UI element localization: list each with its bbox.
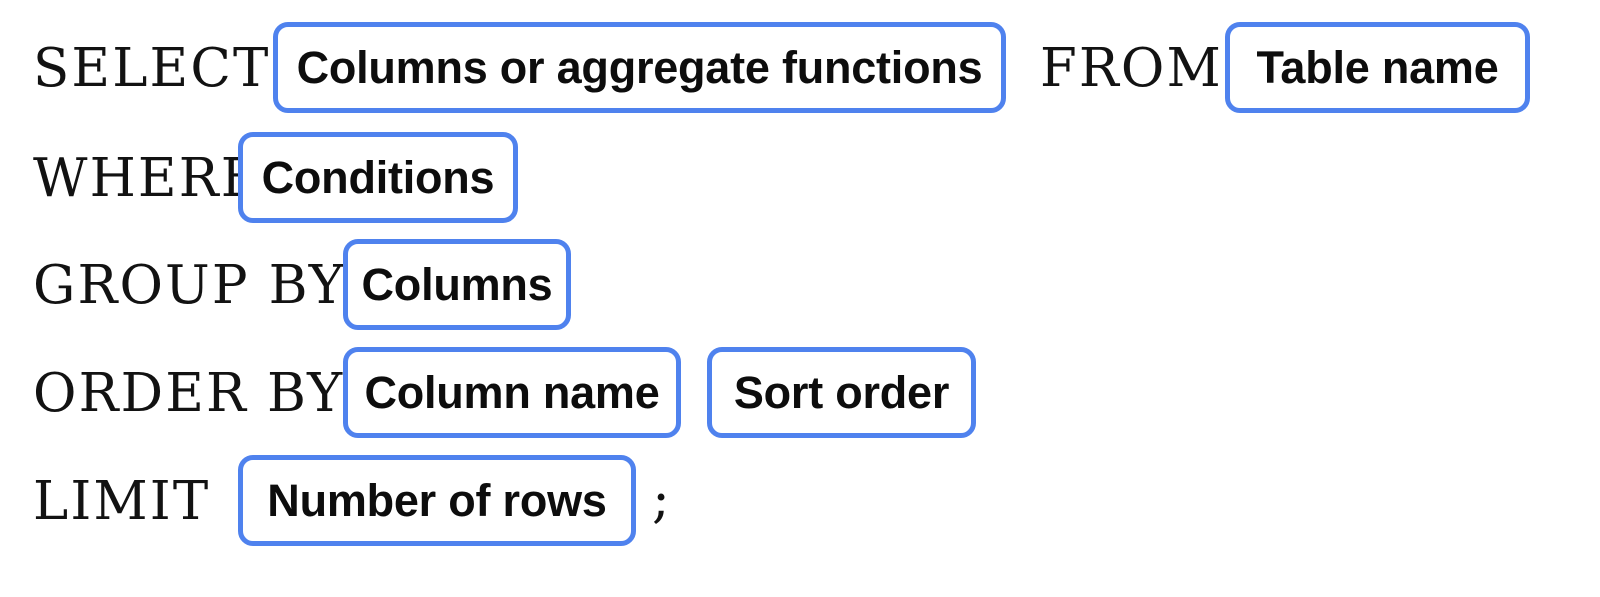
clause-row-group-by: GROUP BY Columns [0, 239, 1600, 330]
slot-where-conditions-label: Conditions [261, 152, 495, 203]
slot-order-by-direction-label: Sort order [733, 367, 950, 418]
slot-from-table-label: Table name [1256, 42, 1499, 93]
slot-order-by-direction[interactable]: Sort order [707, 347, 976, 438]
keyword-from: FROM [1040, 38, 1223, 99]
slot-group-by-columns-label: Columns [361, 259, 553, 310]
keyword-select: SELECT [33, 38, 271, 99]
slot-from-table[interactable]: Table name [1225, 22, 1530, 113]
slot-group-by-columns[interactable]: Columns [343, 239, 571, 330]
slot-select-expression-label: Columns or aggregate functions [296, 42, 983, 93]
clause-row-select: SELECT Columns or aggregate functions FR… [0, 22, 1600, 113]
keyword-order-by: ORDER BY [33, 363, 345, 424]
clause-row-limit: LIMIT Number of rows ; [0, 455, 1600, 546]
slot-limit-rows[interactable]: Number of rows [238, 455, 636, 546]
slot-where-conditions[interactable]: Conditions [238, 132, 518, 223]
slot-limit-rows-label: Number of rows [267, 475, 607, 526]
keyword-limit: LIMIT [33, 471, 211, 532]
statement-terminator: ; [652, 469, 670, 530]
clause-row-order-by: ORDER BY Column name Sort order [0, 347, 1600, 438]
keyword-where: WHERE [33, 148, 262, 209]
slot-select-expression[interactable]: Columns or aggregate functions [273, 22, 1006, 113]
slot-order-by-column-label: Column name [364, 367, 660, 418]
slot-order-by-column[interactable]: Column name [343, 347, 681, 438]
keyword-group-by: GROUP BY [33, 255, 346, 316]
clause-row-where: WHERE Conditions [0, 132, 1600, 223]
